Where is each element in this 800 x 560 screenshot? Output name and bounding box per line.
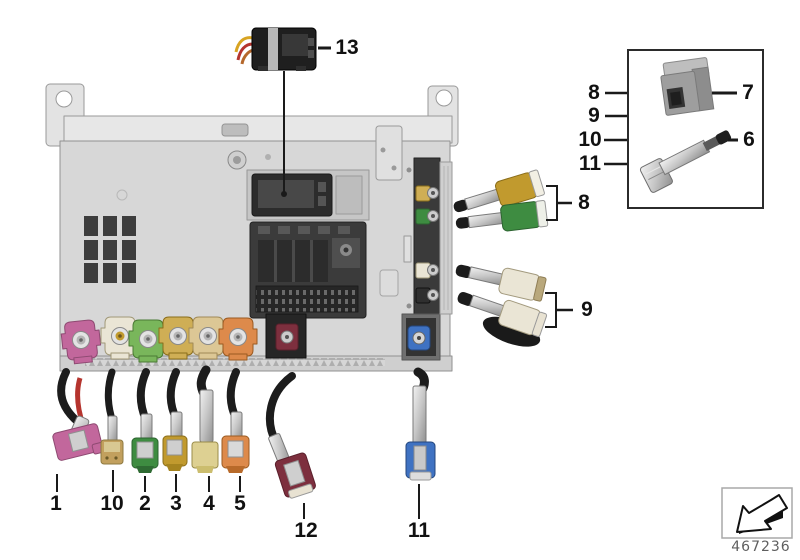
fakra-socket-yellow: [158, 316, 198, 360]
wire-yellow: [234, 36, 254, 53]
vent-grid: [84, 216, 136, 283]
wire-red: [236, 42, 254, 61]
pigtail-8-green: [455, 199, 549, 232]
bracket-group-9: [545, 292, 557, 328]
fakra-socket-green: [128, 319, 168, 363]
part-number: 467236: [731, 539, 791, 555]
connector-13-drawing: [234, 27, 317, 71]
fakra-socket-blue-block: [401, 313, 441, 361]
mounting-hole-left: [55, 90, 73, 108]
legend-box: [604, 49, 764, 209]
fakra-side-yellow: [415, 185, 439, 202]
pigtail-9-white-bottom: [457, 292, 548, 347]
callout-2[interactable]: 2: [139, 492, 151, 515]
callout-4[interactable]: 4: [203, 492, 215, 515]
leader-line-13: [281, 46, 331, 197]
serrated-edge: [85, 358, 385, 366]
callout-5[interactable]: 5: [234, 492, 246, 515]
fakra-side-green: [415, 208, 439, 225]
pigtail-group-9: [455, 264, 573, 347]
small-rivet: [265, 154, 271, 160]
callout-legend-9[interactable]: 9: [588, 104, 600, 127]
fakra-socket-orange: [218, 317, 258, 361]
fakra-side-white: [415, 262, 439, 279]
callout-13[interactable]: 13: [335, 36, 359, 59]
socket-key-b: [318, 196, 326, 206]
pigtail-2-green: [131, 368, 159, 473]
callout-legend-6[interactable]: 6: [743, 128, 755, 151]
legend-item-7-housing: [660, 57, 715, 116]
quadlock-connector: [249, 221, 367, 319]
socket-key-a: [318, 182, 326, 192]
callout-legend-7[interactable]: 7: [742, 81, 754, 104]
callout-3[interactable]: 3: [170, 492, 182, 515]
pigtail-4-pale-yellow: [191, 365, 219, 473]
wire-orange: [240, 48, 254, 65]
bottom-pigtails: [52, 365, 436, 519]
callout-11[interactable]: 11: [407, 519, 431, 542]
mounting-hole-right: [435, 89, 453, 107]
pigtail-5-orange: [221, 368, 250, 473]
pigtail-9-white-top: [455, 264, 547, 302]
screw-hole-center: [233, 156, 241, 164]
pigtail-11-blue: [405, 367, 436, 481]
bracket-group-8: [546, 185, 558, 221]
legend-item-6-pin: [639, 130, 732, 193]
callout-group-9[interactable]: 9: [581, 298, 593, 321]
pigtail-10-tan: [100, 368, 124, 465]
callout-legend-11[interactable]: 11: [578, 152, 602, 175]
pigtail-1-pink: [52, 368, 108, 461]
callout-legend-10[interactable]: 10: [578, 128, 602, 151]
callout-1[interactable]: 1: [50, 492, 62, 515]
bracket-pieces: [375, 125, 403, 297]
pigtail-group-8: [453, 169, 572, 232]
heatsink-edge: [439, 161, 453, 315]
head-unit-drawing: [45, 83, 459, 372]
direction-arrow-icon: [721, 487, 793, 539]
faint-circle: [116, 189, 128, 201]
callout-legend-8[interactable]: 8: [588, 81, 600, 104]
callout-12[interactable]: 12: [294, 519, 318, 542]
callout-10[interactable]: 10: [100, 492, 124, 515]
leader-lines-bottom: [56, 470, 420, 519]
lid-tab: [221, 123, 249, 137]
pigtail-3-gold: [162, 368, 188, 471]
pigtail-12-maroon: [265, 372, 316, 499]
fakra-socket-pink: [60, 319, 102, 365]
fakra-socket-beige: [188, 316, 228, 360]
pigtail-8-yellow: [453, 169, 545, 213]
fakra-socket-maroon-block: [265, 313, 307, 359]
callout-group-8[interactable]: 8: [578, 191, 590, 214]
fakra-side-black: [415, 287, 439, 304]
socket-recess: [335, 175, 363, 215]
